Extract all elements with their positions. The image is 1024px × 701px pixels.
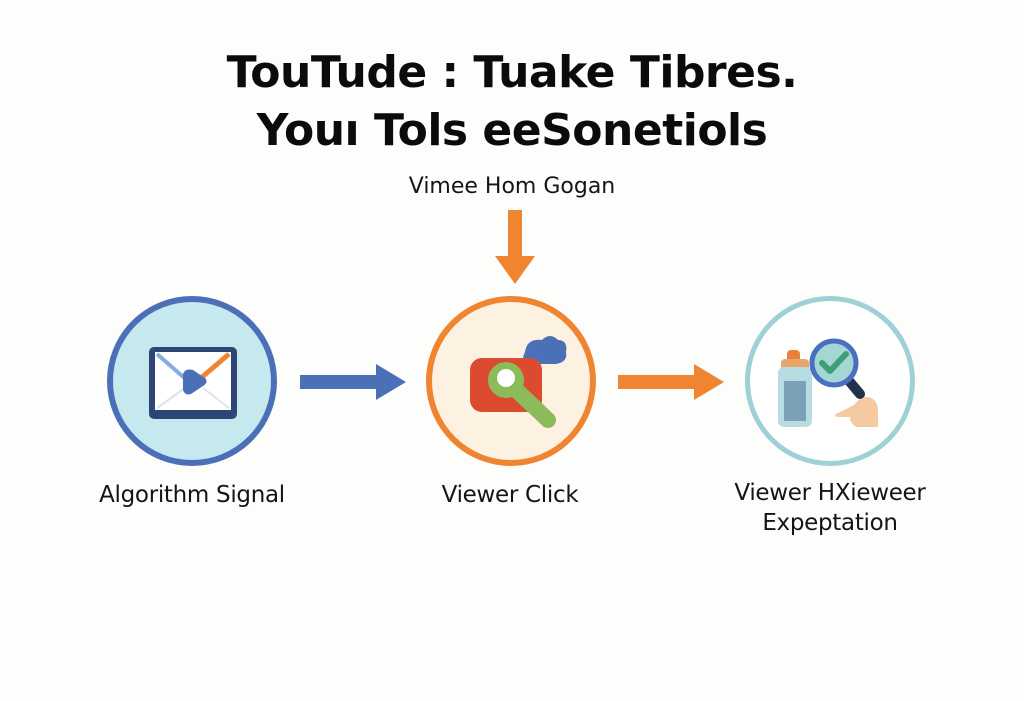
arrow-2-to-3 (618, 362, 728, 402)
label-viewer-expectation: Viewer HXieweer Expeptation (700, 478, 960, 538)
title-line-1: TouTude : Tuake Tibres. (226, 47, 798, 98)
label-viewer-click: Viewer Click (441, 482, 579, 508)
label-viewer-expectation-line-1: Viewer HXieweer (734, 480, 926, 506)
subtitle: Vimee Hom Gogan (408, 174, 616, 199)
node-viewer-expectation (745, 296, 915, 466)
title-line-2: Youı Tols eeSonetiols (256, 105, 768, 156)
bottle-magnifier-check-icon (778, 338, 878, 427)
label-viewer-expectation-line-2: Expeptation (762, 510, 898, 536)
down-arrow (490, 210, 540, 288)
label-algorithm-signal: Algorithm Signal (99, 482, 285, 508)
play-key-icon (470, 336, 567, 428)
envelope-icon (149, 347, 237, 419)
arrow-1-to-2 (300, 362, 410, 402)
node-algorithm-signal (107, 296, 277, 466)
node-viewer-click (426, 296, 596, 466)
